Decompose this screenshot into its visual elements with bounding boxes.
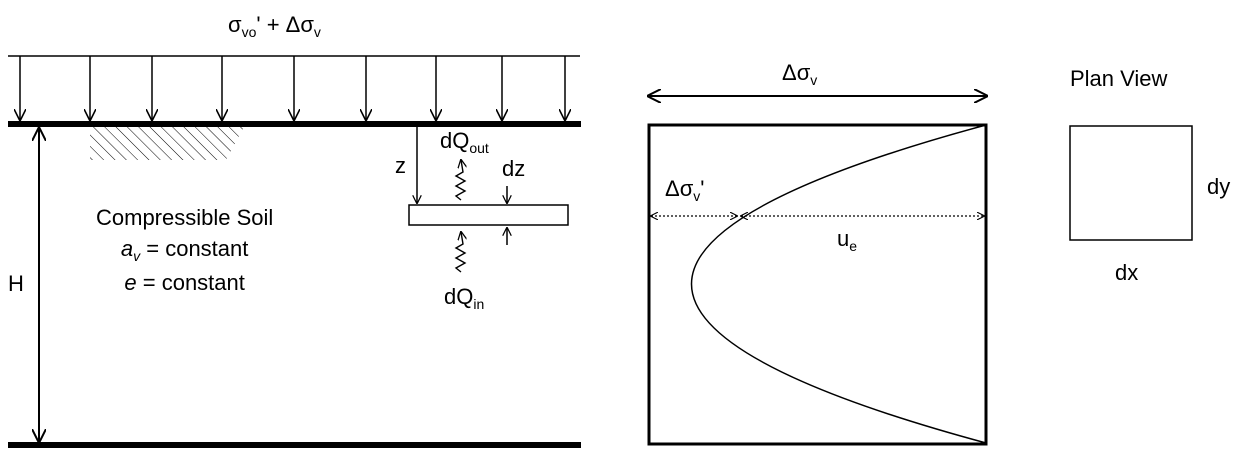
dq-out-label: dQout xyxy=(440,128,489,156)
z-label: z xyxy=(395,153,406,178)
soil-title: Compressible Soil xyxy=(96,205,274,230)
dq-in-label: dQin xyxy=(444,284,485,312)
load-arrows xyxy=(20,56,565,120)
plan-view-square xyxy=(1069,125,1193,241)
e-constant: e = constant xyxy=(124,270,245,295)
pore-pressure-curve xyxy=(691,124,987,444)
delta-sigma-v-label: Δσv xyxy=(782,60,818,88)
dz-label: dz xyxy=(502,156,526,181)
delta-sigma-v-prime-label: Δσv' xyxy=(665,176,705,204)
load-label: σvo' + Δσv xyxy=(228,12,321,40)
hatched-area xyxy=(90,127,244,160)
dy-label: dy xyxy=(1207,174,1231,199)
dq-in-squiggle xyxy=(454,232,465,273)
ue-label: ue xyxy=(837,226,858,254)
soil-description: Compressible Soil av = constant e = cons… xyxy=(96,202,273,298)
dq-out-squiggle xyxy=(454,160,465,201)
h-label: H xyxy=(8,271,24,296)
dx-label: dx xyxy=(1115,260,1139,285)
plan-view-title: Plan View xyxy=(1070,66,1168,91)
av-constant: av = constant xyxy=(120,236,249,264)
soil-element xyxy=(408,204,569,226)
stress-chart-box xyxy=(647,123,988,446)
